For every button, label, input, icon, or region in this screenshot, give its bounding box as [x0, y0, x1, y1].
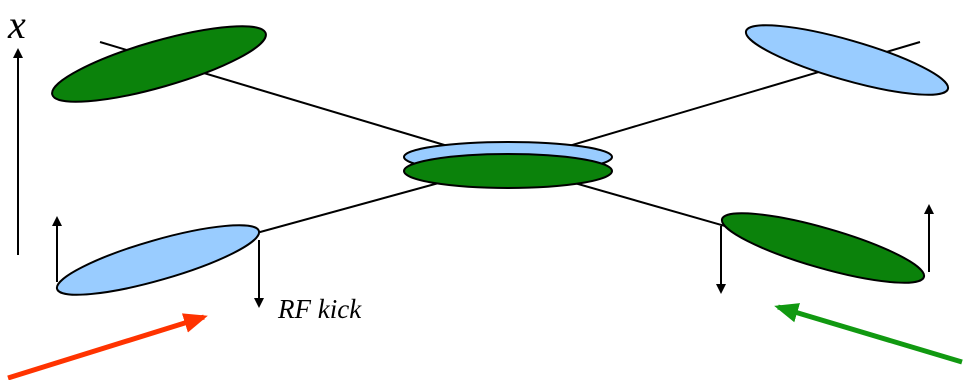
rf-kick-label: RF kick	[277, 294, 362, 324]
blue-bunch-bottom-left	[55, 224, 261, 296]
blue-bunch-top-right	[744, 24, 950, 96]
green-bunch-bottom-right	[720, 212, 926, 284]
green-bunch-top-left	[51, 25, 267, 103]
beam-arrow-red	[7, 313, 208, 380]
beam-arrow-green	[774, 303, 963, 365]
green-bunch-center	[403, 153, 613, 189]
x-axis-label: x	[7, 2, 26, 47]
